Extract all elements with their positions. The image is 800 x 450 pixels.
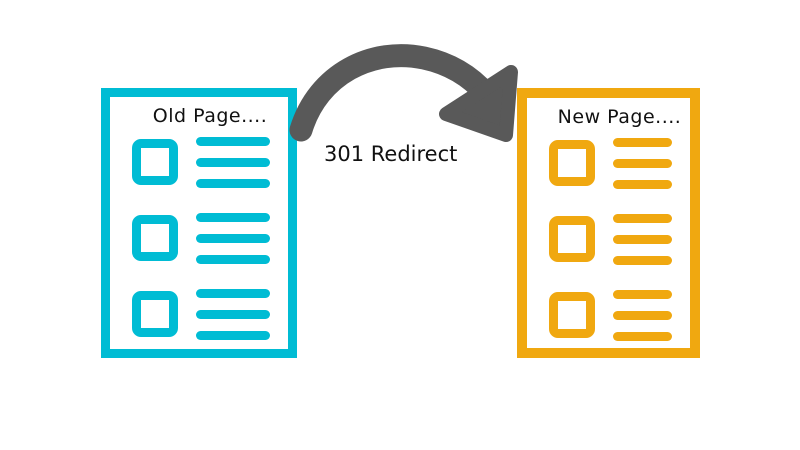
- checkbox-icon[interactable]: [549, 292, 595, 338]
- text-line: [613, 158, 672, 168]
- redirect-arrow-head: [439, 65, 518, 142]
- checkbox-icon[interactable]: [549, 140, 595, 186]
- new-page-body: New Page....: [527, 98, 690, 348]
- old-page-body: Old Page....: [110, 97, 288, 349]
- old-page-row[interactable]: [110, 136, 288, 188]
- new-page-row-list: [527, 137, 690, 348]
- text-line: [196, 288, 270, 298]
- text-line: [613, 137, 672, 147]
- new-page-title: New Page....: [557, 106, 682, 128]
- text-line: [196, 233, 270, 243]
- checkbox-icon[interactable]: [132, 291, 178, 337]
- text-line: [196, 136, 270, 146]
- old-page-row[interactable]: [110, 212, 288, 264]
- new-page-row[interactable]: [527, 289, 690, 341]
- old-page-text-lines: [196, 136, 270, 188]
- old-page-row[interactable]: [110, 288, 288, 340]
- new-page-row[interactable]: [527, 213, 690, 265]
- text-line: [613, 310, 672, 320]
- old-page-row-list: [110, 136, 288, 349]
- old-page-title: Old Page....: [152, 105, 268, 127]
- text-line: [613, 179, 672, 189]
- checkbox-icon[interactable]: [549, 216, 595, 262]
- text-line: [196, 330, 270, 340]
- text-line: [196, 254, 270, 264]
- new-page-text-lines: [613, 213, 672, 265]
- text-line: [196, 212, 270, 222]
- new-page-text-lines: [613, 137, 672, 189]
- text-line: [613, 234, 672, 244]
- new-page-text-lines: [613, 289, 672, 341]
- text-line: [196, 309, 270, 319]
- checkbox-icon[interactable]: [132, 215, 178, 261]
- old-page-text-lines: [196, 288, 270, 340]
- new-page-row[interactable]: [527, 137, 690, 189]
- text-line: [613, 289, 672, 299]
- new-page-document[interactable]: New Page....: [517, 88, 700, 358]
- text-line: [196, 178, 270, 188]
- redirect-label: 301 Redirect: [324, 142, 458, 166]
- text-line: [613, 331, 672, 341]
- old-page-document[interactable]: Old Page....: [101, 88, 297, 358]
- old-page-text-lines: [196, 212, 270, 264]
- text-line: [196, 157, 270, 167]
- text-line: [613, 213, 672, 223]
- checkbox-icon[interactable]: [132, 139, 178, 185]
- text-line: [613, 255, 672, 265]
- redirect-arrow-curve: [289, 44, 498, 142]
